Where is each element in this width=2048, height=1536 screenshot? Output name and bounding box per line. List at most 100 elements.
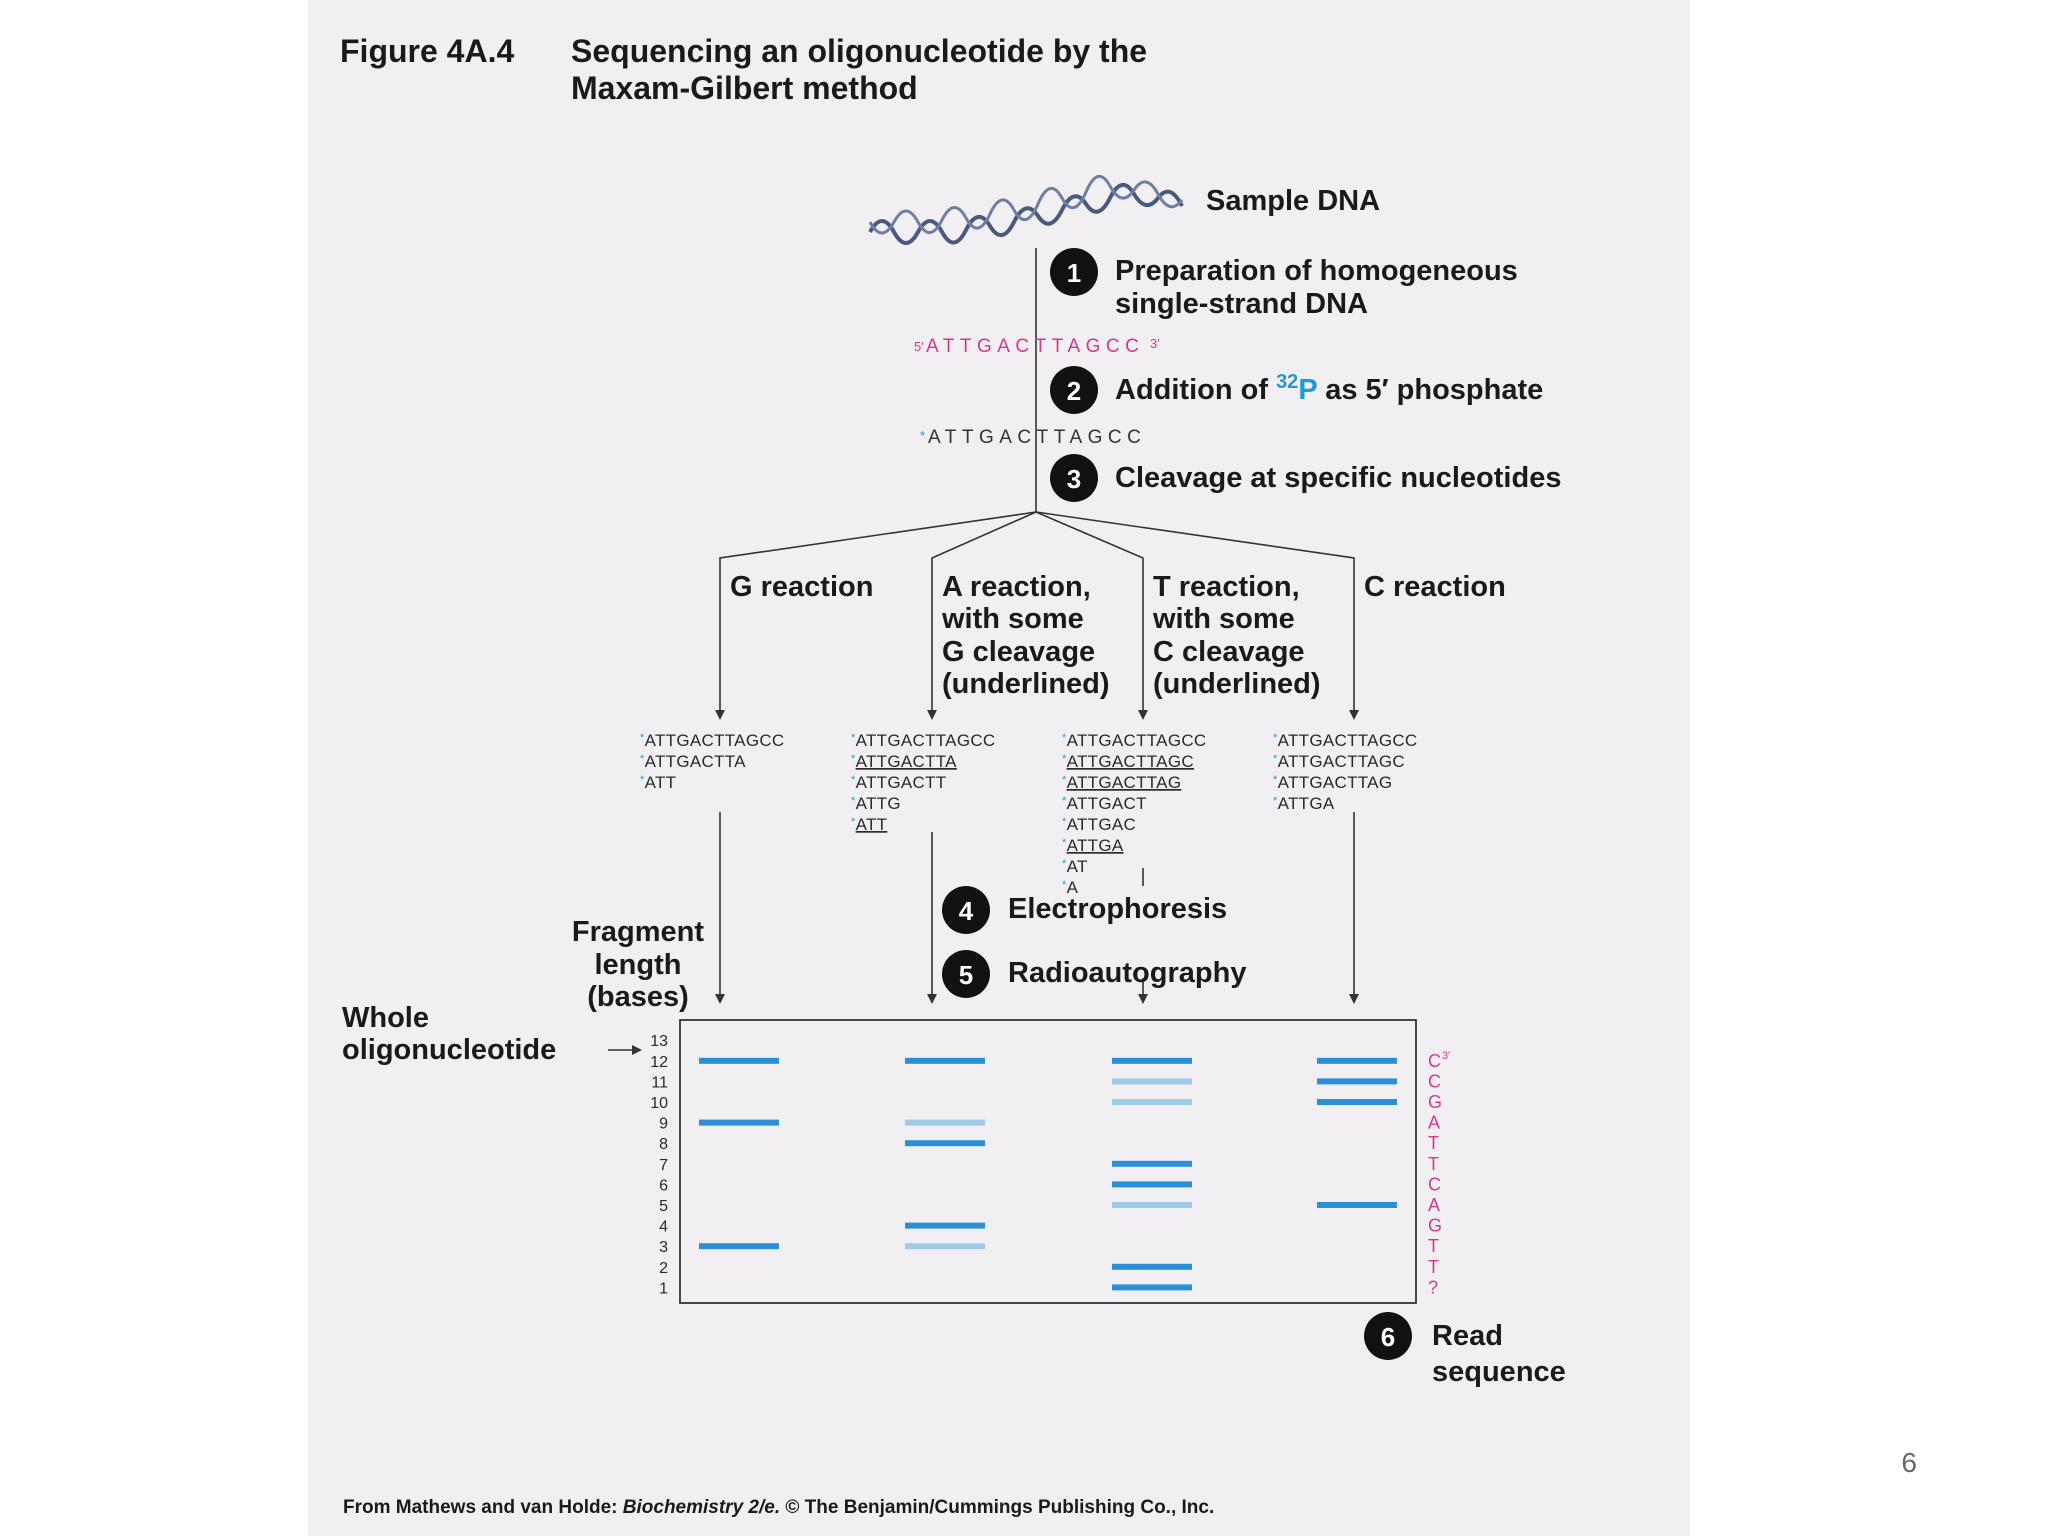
credit-line: From Mathews and van Holde: Biochemistry…: [343, 1497, 1214, 1518]
step-6-badge: [1364, 1312, 1412, 1360]
page-number: 6: [1901, 1447, 1917, 1478]
step-2-suffix: as 5′ phosphate: [1317, 374, 1543, 406]
step-6-line1: Read: [1432, 1320, 1503, 1352]
fragment-underlined: *ATTGACTTA: [851, 752, 957, 771]
fragments-g: *ATTGACTTAGCC *ATTGACTTA *ATT: [640, 731, 785, 792]
read-base: C: [1428, 1051, 1441, 1071]
fragment: *ATTGACTTA: [640, 752, 746, 771]
step-3-badge: [1050, 454, 1098, 502]
t-reaction-line4: (underlined): [1153, 668, 1321, 700]
figure-panel: [308, 0, 1690, 1536]
fragment: *ATTGACTTAGCC: [640, 731, 785, 750]
gel-band: [699, 1243, 779, 1250]
ladder-number: 8: [659, 1136, 668, 1153]
figure-title-line1: Sequencing an oligonucleotide by the: [571, 33, 1147, 69]
fragments-a: *ATTGACTTAGCC *ATTGACTTA *ATTGACTT *ATTG…: [851, 731, 996, 834]
a-reaction-line1: A reaction,: [942, 571, 1091, 603]
step-1-number: 1: [1067, 258, 1081, 288]
gel-band: [905, 1222, 985, 1229]
gel-band: [1112, 1284, 1192, 1291]
read-base: T: [1428, 1133, 1439, 1153]
gel-band: [1317, 1099, 1397, 1105]
whole-oligo-line2: oligonucleotide: [342, 1034, 556, 1066]
fragment: *ATTGACTTAG: [1273, 773, 1392, 792]
fragment: *A: [1062, 878, 1079, 897]
step-1-line1: Preparation of homogeneous: [1115, 255, 1518, 287]
ladder-number: 1: [659, 1280, 668, 1297]
step-5-number: 5: [959, 960, 973, 990]
figure-title-line2: Maxam-Gilbert method: [571, 70, 918, 106]
read-3prime: 3′: [1442, 1050, 1450, 1062]
step-6-number: 6: [1381, 1322, 1395, 1352]
read-base: T: [1428, 1257, 1439, 1277]
fragment-length-line1: Fragment: [572, 916, 704, 948]
step-1-badge: [1050, 248, 1098, 296]
gel-band: [1317, 1078, 1397, 1085]
gel-band: [905, 1057, 985, 1064]
isotope-symbol: P: [1298, 374, 1317, 406]
read-base: C: [1428, 1071, 1441, 1091]
fragment: *ATTGACTT: [851, 773, 946, 792]
gel-band: [699, 1119, 779, 1126]
t-reaction-line3: C cleavage: [1153, 636, 1305, 668]
a-reaction-line2: with some: [941, 603, 1084, 635]
whole-oligo-line1: Whole: [342, 1002, 429, 1034]
gel-band: [1112, 1160, 1192, 1167]
gel-band: [905, 1119, 985, 1126]
fragment: *ATT: [640, 773, 676, 792]
read-base: A: [1428, 1113, 1440, 1133]
gel-band: [1112, 1099, 1192, 1105]
fragment: *ATTGACT: [1062, 794, 1147, 813]
t-reaction-line2: with some: [1152, 603, 1295, 635]
read-base: T: [1428, 1154, 1439, 1174]
step-3-text: Cleavage at specific nucleotides: [1115, 462, 1561, 494]
ladder-number: 6: [659, 1177, 668, 1194]
c-reaction-label: C reaction: [1364, 571, 1506, 603]
fragment-underlined: *ATTGA: [1062, 836, 1124, 855]
a-reaction-line4: (underlined): [942, 668, 1110, 700]
gel-band: [1317, 1202, 1397, 1208]
step-3-number: 3: [1067, 464, 1081, 494]
fragments-c: *ATTGACTTAGCC *ATTGACTTAGC *ATTGACTTAG *…: [1273, 731, 1418, 813]
step-4-badge: [942, 886, 990, 934]
sample-dna-label: Sample DNA: [1206, 185, 1380, 217]
gel-box: [679, 1019, 1417, 1304]
fragment: *ATTG: [851, 794, 901, 813]
read-base: A: [1428, 1195, 1440, 1215]
step-1-line2: single-strand DNA: [1115, 288, 1368, 320]
fragment: *ATTGACTTAGCC: [1273, 731, 1418, 750]
fragment-length-line2: length: [595, 949, 682, 981]
ladder-number: 5: [659, 1198, 668, 1215]
ladder-number: 2: [659, 1260, 668, 1277]
fragment-underlined: *ATT: [851, 815, 887, 834]
fragment: *ATTGACTTAGC: [1273, 752, 1405, 771]
t-reaction-line1: T reaction,: [1153, 571, 1300, 603]
step-5-badge: [942, 950, 990, 998]
ladder-number: 11: [651, 1074, 668, 1091]
gel-band: [1112, 1181, 1192, 1188]
read-base: ?: [1428, 1277, 1438, 1297]
step-2-badge: [1050, 366, 1098, 414]
ladder-number: 3: [659, 1239, 668, 1256]
read-base: T: [1428, 1236, 1439, 1256]
labeled-sequence: ATTGACTTAGCC: [928, 427, 1146, 448]
whole-oligo-arrowhead: [632, 1045, 642, 1055]
gel-band: [1112, 1202, 1192, 1208]
ladder-number: 10: [650, 1095, 668, 1112]
a-reaction-line3: G cleavage: [942, 636, 1095, 668]
read-base: G: [1428, 1216, 1442, 1236]
label-marker: *: [920, 428, 925, 443]
step-4-number: 4: [959, 896, 974, 926]
fragment: *ATTGACTTAGCC: [851, 731, 996, 750]
ladder-number: 13: [650, 1033, 668, 1050]
fragment: *ATTGAC: [1062, 815, 1136, 834]
dna-helix-image: [868, 175, 1184, 245]
gel-band: [1112, 1078, 1192, 1085]
gel-band: [1112, 1263, 1192, 1270]
gel-band: [1317, 1057, 1397, 1064]
step-2-prefix: Addition of: [1115, 374, 1276, 406]
lane-lines: [715, 812, 1359, 1004]
step-5-text: Radioautography: [1008, 957, 1246, 989]
